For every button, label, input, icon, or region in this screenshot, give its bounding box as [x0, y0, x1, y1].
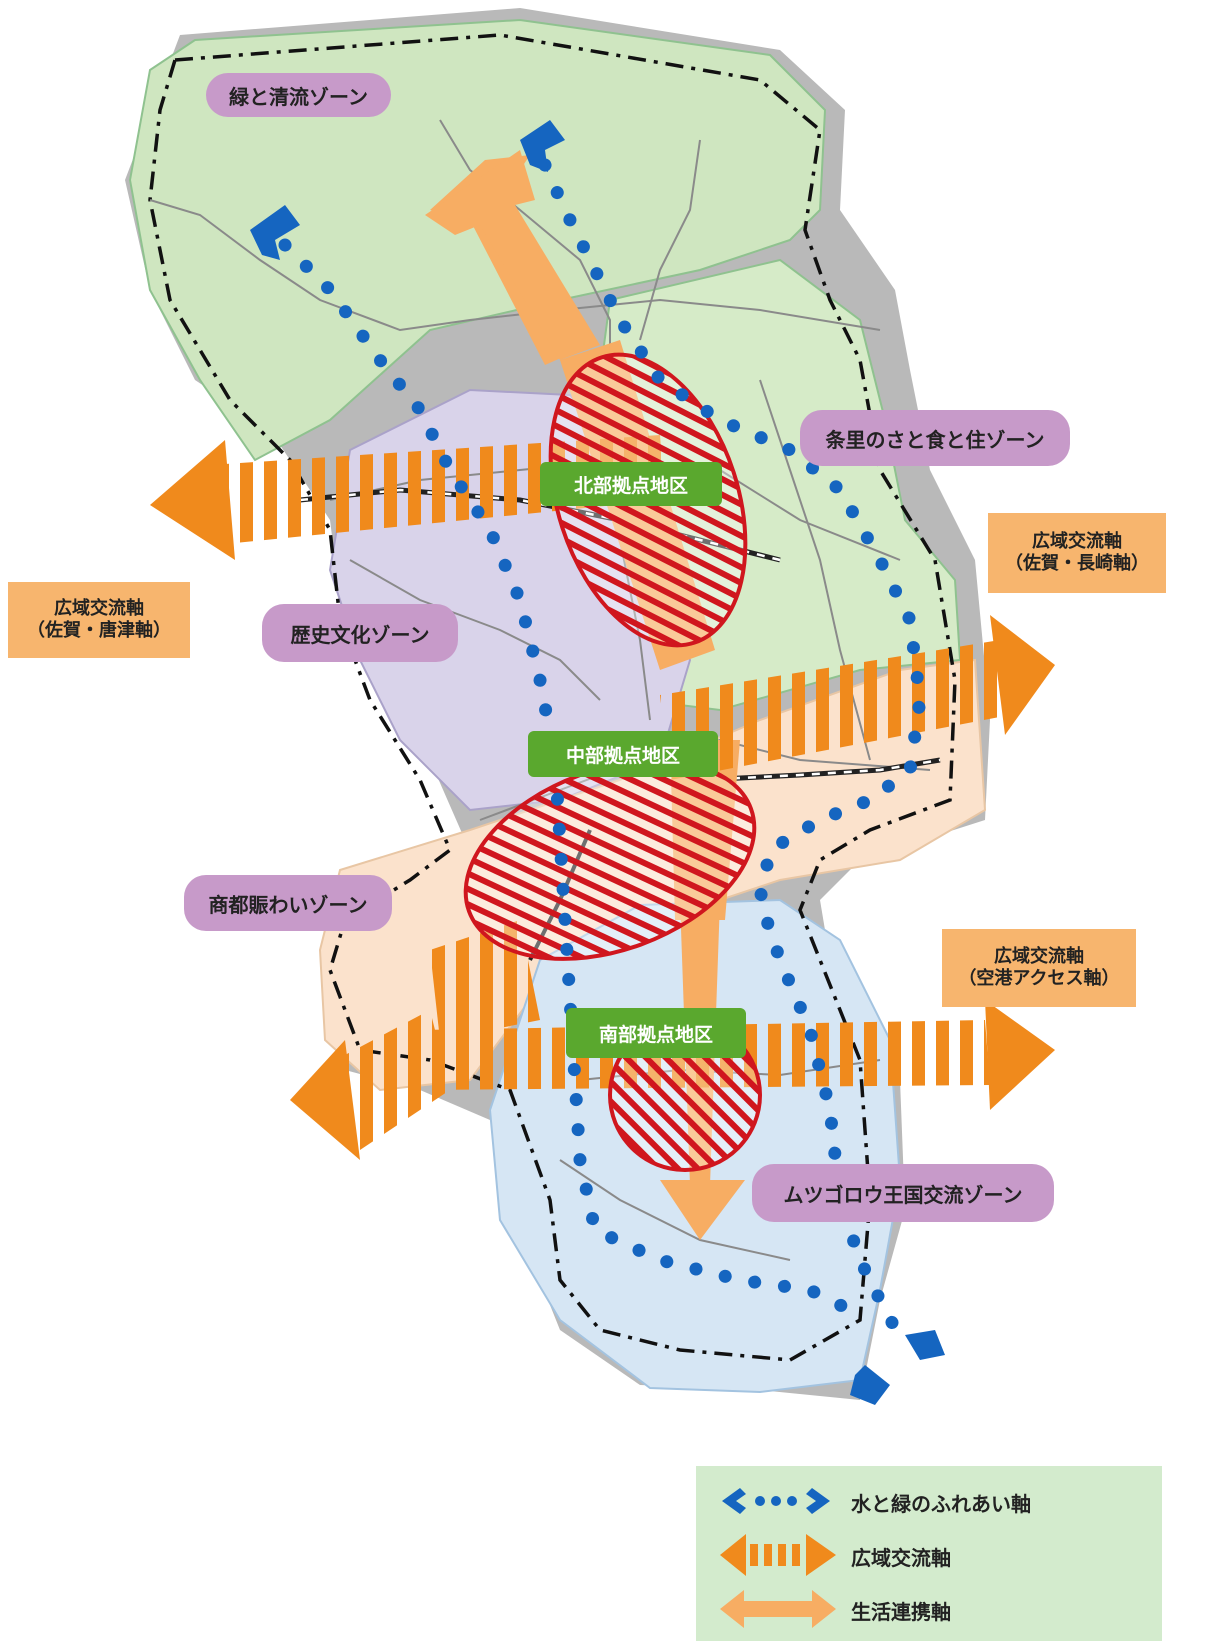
legend-label-water-green: 水と緑のふれあい軸 — [851, 1492, 1031, 1516]
zone-area-midori — [128, 18, 827, 462]
axis-label-karatsu: 広域交流軸 （佐賀・唐津軸） — [8, 582, 190, 658]
hub-label-chubu: 中部拠点地区 — [528, 731, 718, 777]
water-green-axis — [278, 158, 927, 1352]
zone-label-midori: 緑と清流ゾーン — [206, 73, 391, 117]
water-axis-arrowheads — [250, 120, 945, 1405]
zone-label-mutsugoro: ムツゴロウ王国交流ゾーン — [752, 1164, 1054, 1222]
wide-axis-legend-icon — [720, 1534, 836, 1576]
axis-label-airport-line1: 広域交流軸 — [994, 945, 1084, 967]
legend-item-life: 生活連携軸 — [696, 1584, 1162, 1634]
life-axis-legend-icon — [720, 1590, 836, 1628]
zone-label-rekishi: 歴史文化ゾーン — [262, 604, 458, 662]
legend: 水と緑のふれあい軸 広域交流軸 生活連携軸 — [696, 1466, 1162, 1641]
axis-label-nagasaki-line2: （佐賀・長崎軸） — [1005, 553, 1149, 574]
water-axis-legend-icon — [722, 1488, 830, 1514]
hub-label-nanbu: 南部拠点地区 — [566, 1008, 746, 1058]
legend-label-life: 生活連携軸 — [851, 1600, 951, 1624]
hub-label-hokubu: 北部拠点地区 — [540, 462, 722, 506]
legend-item-water-green: 水と緑のふれあい軸 — [696, 1476, 1162, 1526]
zone-label-shoto: 商都賑わいゾーン — [184, 875, 392, 931]
axis-label-karatsu-line1: 広域交流軸 — [54, 597, 144, 619]
legend-label-wide-area: 広域交流軸 — [851, 1546, 951, 1570]
axis-label-karatsu-line2: （佐賀・唐津軸） — [27, 620, 171, 641]
axis-label-airport-line2: （空港アクセス軸） — [958, 968, 1120, 989]
axis-label-nagasaki: 広域交流軸 （佐賀・長崎軸） — [988, 513, 1166, 593]
axis-label-nagasaki-line1: 広域交流軸 — [1032, 530, 1122, 552]
legend-item-wide-area: 広域交流軸 — [696, 1530, 1162, 1580]
zone-label-jori: 条里のさと食と住ゾーン — [800, 410, 1070, 466]
axis-label-airport: 広域交流軸 （空港アクセス軸） — [942, 929, 1136, 1007]
